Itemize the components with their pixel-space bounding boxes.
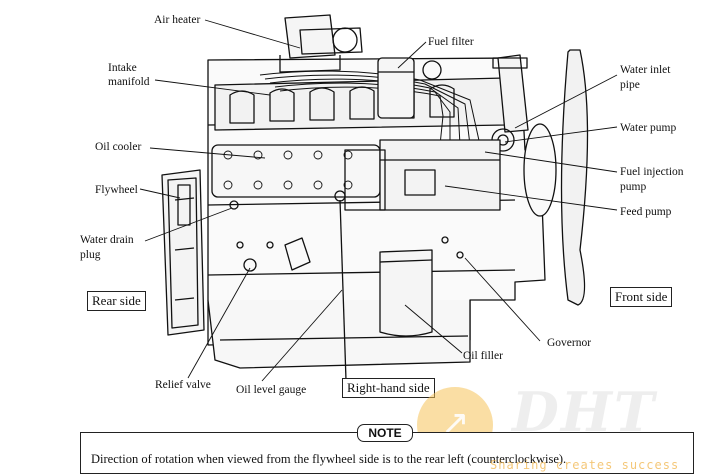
note-text: Direction of rotation when viewed from t… [91,452,567,466]
oil-filter-shape [379,249,433,337]
fuel-injection-pump-shape [344,139,501,211]
label-front-side: Front side [610,287,673,307]
flywheel-housing [161,169,205,336]
note-tag: NOTE [357,424,413,442]
label-oil-level-gauge: Oil level gauge [236,384,307,396]
label-air-heater: Air heater [154,14,201,26]
intake-manifold-shape [214,77,506,131]
label-relief-valve: Relief valve [155,379,211,391]
label-water-drain-plug-2: plug [80,249,101,261]
oil-cooler-shape [211,144,381,198]
label-oil-filler: Oil filler [463,350,503,362]
injection-lines [259,70,481,146]
leader-lines [139,19,618,382]
label-right-hand-side: Right-hand side [342,378,435,398]
label-intake-manifold-1: Intake [108,62,137,74]
fuel-filter-shape [377,57,442,119]
label-fuel-injection-pump-2: pump [620,181,647,193]
label-oil-cooler: Oil cooler [95,141,142,153]
label-feed-pump: Feed pump [620,206,672,218]
label-water-inlet-pipe-1: Water inlet [620,64,671,76]
label-water-drain-plug-1: Water drain [80,234,134,246]
label-flywheel: Flywheel [95,184,138,196]
oil-level-gauge-shape [334,190,347,381]
fan-shape [491,49,589,306]
label-intake-manifold-2: manifold [108,76,150,88]
label-governor: Governor [547,337,592,349]
label-water-pump: Water pump [620,122,677,134]
label-fuel-injection-pump-1: Fuel injection [620,166,684,178]
block-plugs [229,200,464,272]
water-inlet-pipe-shape [492,54,529,133]
label-water-inlet-pipe-2: pipe [620,79,640,91]
label-fuel-filter: Fuel filter [428,36,474,48]
label-rear-side: Rear side [87,291,146,311]
watermark-tagline: Sharing creates success [490,458,680,472]
